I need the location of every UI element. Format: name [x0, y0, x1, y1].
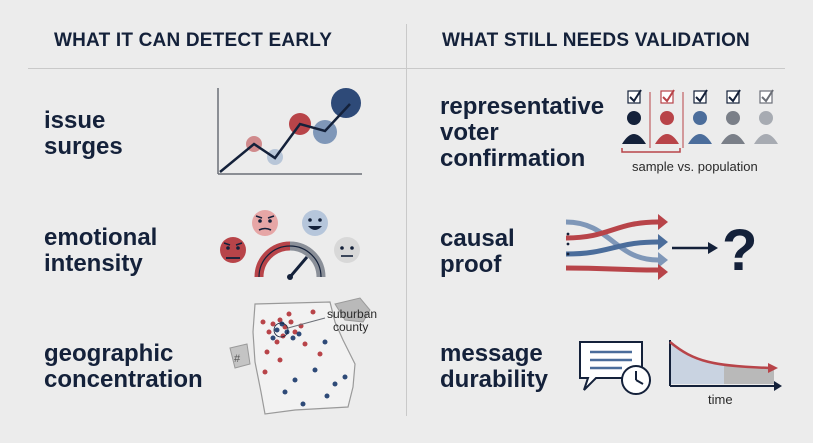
label-line: confirmation [440, 145, 586, 172]
check-boxes [627, 89, 774, 104]
voter-sample-icon: sample vs. population [621, 89, 778, 174]
dot-cluster [260, 309, 323, 375]
question-mark: ? [722, 218, 757, 283]
geographic-concentration-label: geographic concentration [44, 341, 203, 393]
clock-icon [621, 365, 651, 395]
causal-proof-label: causal proof [440, 226, 515, 278]
line-trend-icon [217, 88, 362, 175]
label-line: emotional [44, 224, 158, 251]
hash-mark: # [234, 353, 241, 365]
voter-figures [622, 111, 778, 144]
causal-arrows-question-icon: ? [565, 214, 757, 283]
label-line: intensity [44, 250, 143, 277]
message-decay-icon: time [579, 340, 782, 407]
label-line: concentration [44, 366, 203, 393]
suburban-label: suburban [327, 307, 377, 321]
voter-confirmation-label: representative voter confirmation [440, 94, 604, 172]
label-line: issue [44, 107, 106, 134]
emotional-intensity-label: emotional intensity [44, 225, 157, 277]
label-line: voter [440, 119, 499, 146]
label-line: durability [440, 366, 549, 393]
sample-vs-population-label: sample vs. population [632, 159, 758, 174]
label-line: causal [440, 225, 515, 252]
county-label: county [333, 320, 368, 334]
state-map-icon: # suburban county [229, 297, 377, 415]
right-column-header: WHAT STILL NEEDS VALIDATION [442, 30, 750, 51]
label-line: surges [44, 133, 123, 160]
emotion-gauge-icon [220, 210, 360, 280]
column-divider [406, 24, 407, 416]
issue-surges-label: issue surges [44, 108, 123, 160]
label-line: representative [440, 93, 605, 120]
time-axis-label: time [708, 392, 733, 407]
left-column-header: WHAT IT CAN DETECT EARLY [54, 30, 333, 51]
label-line: proof [440, 251, 502, 278]
label-line: geographic [44, 340, 174, 367]
decay-chart [669, 340, 782, 391]
label-line: message [440, 340, 543, 367]
message-durability-label: message durability [440, 341, 548, 393]
